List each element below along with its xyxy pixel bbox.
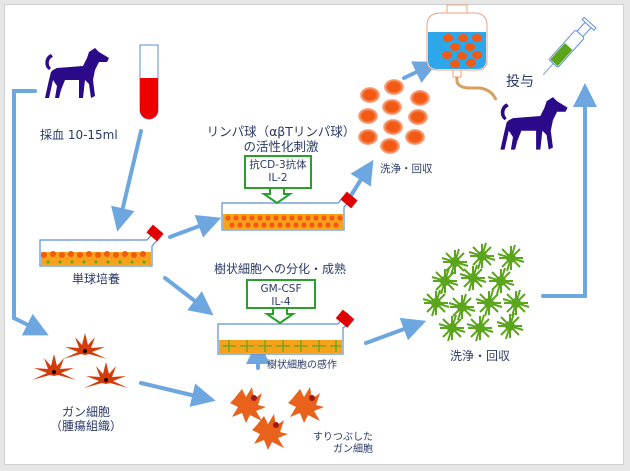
- arrow-culture-to-lymph: [168, 214, 222, 239]
- label-cancer-cells-line1: ガン細胞: [61, 405, 110, 419]
- arrow-wash-to-iv: [402, 61, 438, 84]
- lymphocyte-cluster: [358, 79, 430, 154]
- label-wash-collect-dc: 洗浄・回収: [450, 349, 511, 363]
- reagent-dc-line1: GM-CSF: [260, 283, 302, 295]
- label-blood-draw: 採血 10-15ml: [40, 128, 118, 142]
- dog-icon-donor: [45, 48, 109, 98]
- reagent-box-lymph: 抗CD-3抗体 IL-2: [244, 155, 312, 189]
- label-monocyte-culture: 単球培養: [72, 272, 121, 286]
- reagent-dc-line2: IL-4: [271, 295, 291, 308]
- arrow-culture-to-dc: [163, 276, 214, 316]
- label-lymph-title-line2: の活性化刺激: [243, 139, 319, 154]
- label-dc-sensitization: 樹状細胞の感作: [267, 360, 337, 371]
- arrow-dc-to-wash: [364, 317, 427, 345]
- cancer-cell-cluster: [32, 333, 128, 388]
- iv-bag-icon: [426, 4, 498, 101]
- arrow-tube-to-culture: [111, 129, 143, 232]
- arrow-dog-to-cancer: [12, 89, 49, 336]
- reagent-lymph-line2: IL-2: [268, 171, 288, 184]
- culture-flask-lymphocyte: [221, 191, 358, 231]
- blood-tube-icon: [139, 44, 159, 120]
- dog-icon-recipient: [500, 97, 568, 150]
- label-crushed-cancer-line1: すりつぶした: [312, 432, 373, 443]
- label-administer: 投与: [506, 74, 534, 90]
- label-lymph-title-line1: リンパ球（αβTリンパ球）: [206, 124, 356, 139]
- reagent-lymph-line1: 抗CD-3抗体: [249, 159, 307, 171]
- label-dc-title: 樹状細胞への分化・成熟: [214, 262, 347, 276]
- culture-flask-monocyte: [39, 224, 164, 267]
- label-lymph-title: リンパ球（αβTリンパ球） の活性化刺激: [196, 124, 366, 154]
- reagent-arrow-lymph: [260, 188, 294, 205]
- label-cancer-cells: ガン細胞 （腫瘍組織）: [46, 405, 126, 434]
- reagent-arrow-dc: [263, 308, 297, 325]
- label-crushed-cancer: すりつぶした ガン細胞: [303, 432, 373, 456]
- arrow-cancer-to-crushed: [139, 381, 216, 407]
- diagram-frame: [4, 4, 624, 465]
- dendritic-cell-cluster: [422, 242, 530, 342]
- arrow-lymph-to-wash: [348, 159, 374, 199]
- reagent-box-dc: GM-CSF IL-4: [246, 279, 316, 309]
- label-cancer-cells-line2: （腫瘍組織）: [49, 419, 122, 434]
- culture-flask-dendritic: [217, 309, 355, 355]
- syringe-icon: [542, 16, 597, 76]
- label-wash-collect-lymph: 洗浄・回収: [380, 163, 433, 175]
- label-crushed-cancer-line2: ガン細胞: [333, 444, 373, 455]
- arrow-dc-to-administer: [541, 83, 597, 298]
